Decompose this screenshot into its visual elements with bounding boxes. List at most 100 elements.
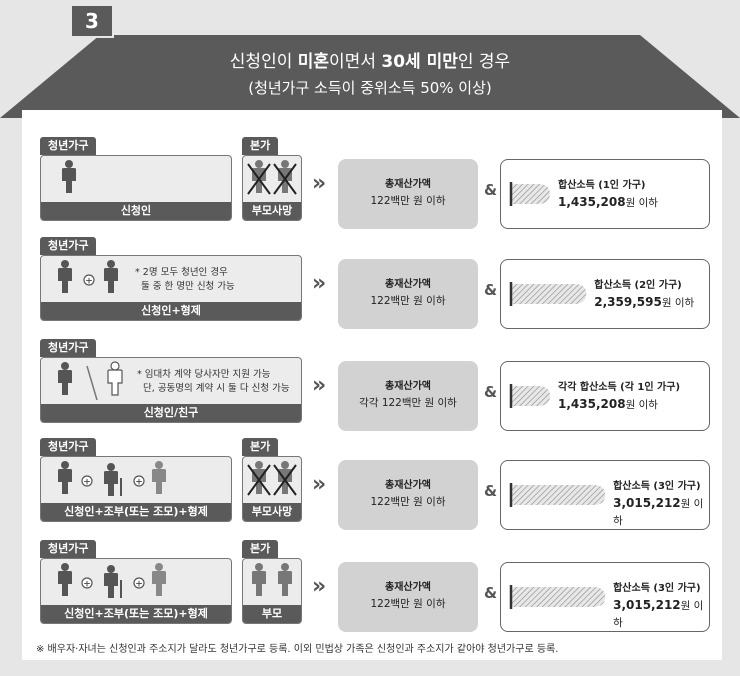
income-box: 합산소득 (2인 가구) 2,359,595원 이하 [500,259,710,329]
youth-household-label: 신청인 [41,202,231,220]
chevron-right-icon: » [312,373,326,398]
title-bold-age: 30세 미만 [381,52,458,72]
income-amount: 1,435,208 [558,195,626,209]
father-icon [247,461,271,496]
svg-text:+: + [83,580,91,590]
svg-text:+: + [85,277,93,287]
title-bold-single: 미혼 [297,52,330,72]
page-subtitle: (청년가구 소득이 중위소득 50% 이상) [248,79,492,97]
footnote: ※ 배우자·자녀는 신청인과 주소지가 달라도 청년가구로 등록. 이외 민법상… [36,644,559,655]
parent-household-tag: 본가 [242,438,279,456]
svg-text:+: + [83,478,91,488]
title-part: 인 경우 [457,52,511,72]
income-text: 합산소득 (3인 가구)3,015,212원 이하 [613,580,709,632]
total-assets-value: 122백만 원 이하 [370,295,446,307]
total-assets-box: 총재산가액 122백만 원 이하 [338,259,478,329]
parent-household-label: 부모 [243,605,301,623]
chevron-right-icon: » [312,472,326,497]
household-figures [62,160,76,193]
eligibility-note: * 임대차 계약 당사자만 지원 가능 단, 공동명의 계약 시 둘 다 신청 … [137,369,290,394]
svg-text:+: + [135,478,143,488]
income-suffix: 원 이하 [613,600,704,629]
income-value: 1,435,208원 이하 [558,194,658,212]
mother-icon [278,563,292,596]
total-assets-title: 총재산가액 [385,279,431,290]
parent-household-tag: 본가 [242,540,279,558]
parent-household-tag: 본가 [242,137,279,155]
income-gauge-fill [511,485,606,505]
youth-household-box: * 임대차 계약 당사자만 지원 가능 단, 공동명의 계약 시 둘 다 신청 … [40,357,302,423]
youth-household-label: 신청인+형제 [41,302,301,320]
income-suffix: 원 이하 [613,498,704,527]
applicant-icon [58,260,72,293]
income-title: 합산소득 (3인 가구) [613,583,701,594]
income-suffix: 원 이하 [625,399,658,411]
income-value: 2,359,595원 이하 [594,294,694,312]
friend-icon [107,361,123,396]
parent-household-box: 부모사망 [242,456,302,522]
household-row: 청년가구 * 임대차 계약 당사자만 지원 가능 단, 공동명의 계약 시 둘 다… [40,339,720,435]
chevron-right-icon: » [312,271,326,296]
chevron-right-icon: » [312,171,326,196]
page-title: 신청인이 미혼이면서 30세 미만인 경우 [0,50,740,74]
plus-icon: + [83,274,95,287]
youth-household-tag: 청년가구 [40,438,97,456]
income-title: 합산소득 (3인 가구) [613,481,701,492]
mother-icon [273,160,297,195]
income-gauge-fill [511,284,587,304]
sibling-icon [152,563,166,596]
income-title: 합산소득 (1인 가구) [558,180,646,191]
youth-household-tag: 청년가구 [40,237,97,255]
chevron-right-icon: » [312,574,326,599]
parent-household-box: 부모 [242,558,302,624]
income-gauge [509,384,550,408]
income-amount: 2,359,595 [594,295,662,309]
total-assets-title: 총재산가액 [385,480,431,491]
header-title-block: 신청인이 미혼이면서 30세 미만인 경우 (청년가구 소득이 중위소득 50%… [0,50,740,100]
parent-household-label: 부모사망 [243,503,301,521]
title-part: 이면서 [329,52,382,72]
income-title: 각각 합산소득 (각 1인 가구) [558,382,681,393]
mother-icon [273,461,297,496]
sibling-icon [104,260,118,293]
income-box: 합산소득 (3인 가구)3,015,212원 이하 [500,562,710,632]
ampersand: & [484,584,498,602]
svg-text:+: + [135,580,143,590]
income-box: 각각 합산소득 (각 1인 가구)1,435,208원 이하 [500,361,710,431]
total-assets-title: 총재산가액 [385,582,431,593]
income-suffix: 원 이하 [661,297,695,309]
income-text: 합산소득 (2인 가구) 2,359,595원 이하 [594,277,694,312]
total-assets-title: 총재산가액 [385,179,431,190]
applicant-icon [58,461,72,494]
youth-household-label: 신청인+조부(또는 조모)+형제 [41,605,231,623]
youth-household-tag: 청년가구 [40,339,97,357]
parent-household-label: 부모사망 [243,202,301,220]
income-title: 합산소득 (2인 가구) [594,280,682,291]
parent-figures [247,461,297,496]
income-text: 합산소득 (1인 가구) 1,435,208원 이하 [558,177,658,212]
total-assets-title: 총재산가액 [385,381,431,392]
ampersand: & [484,181,498,199]
income-gauge [509,282,587,306]
youth-household-tag: 청년가구 [40,137,97,155]
income-gauge [509,483,606,507]
income-value: 3,015,212원 이하 [613,495,709,530]
eligibility-note: * 2명 모두 청년인 경우 둘 중 한 명만 신청 가능 [135,267,235,292]
grandparent-icon [104,565,122,598]
applicant-icon [58,563,72,596]
ampersand: & [484,383,498,401]
youth-household-label: 신청인+조부(또는 조모)+형제 [41,503,231,521]
plus-icon: + [133,475,145,488]
plus-icon: + [81,475,93,488]
ampersand: & [484,482,498,500]
grandparent-icon [104,463,122,496]
